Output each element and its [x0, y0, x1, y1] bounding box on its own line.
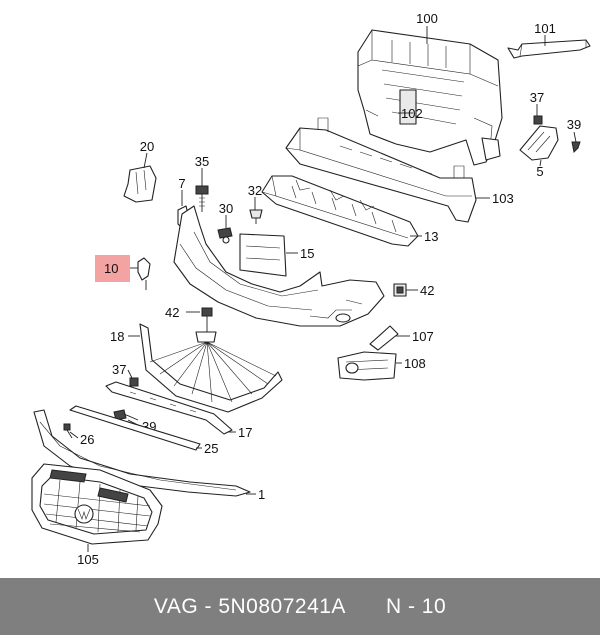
callout-26: 26 — [80, 432, 94, 447]
callout-18: 18 — [110, 329, 124, 344]
part-15-plate-bracket — [239, 233, 287, 277]
part-25-spoiler-strip — [69, 405, 201, 451]
part-10-cover-cap — [137, 257, 151, 290]
part-101-bracket — [507, 39, 591, 59]
part-26-clip — [63, 423, 73, 439]
callout-37a: 37 — [530, 90, 544, 105]
part-42-screw-center — [195, 307, 217, 343]
callout-42a: 42 — [165, 305, 179, 320]
part-32-clip — [249, 209, 263, 224]
position-reference: N - 10 — [385, 594, 447, 618]
part-number-footer: VAG - 5N0807241A N - 10 — [0, 578, 600, 635]
callout-35: 35 — [195, 154, 209, 169]
part-39-screw-lower — [113, 409, 139, 421]
callout-100: 100 — [416, 11, 438, 26]
callout-37b: 37 — [112, 362, 126, 377]
part-bumper-cover — [173, 205, 385, 327]
part-5-side-bracket — [519, 115, 581, 161]
leader-5 — [539, 159, 542, 167]
callout-101: 101 — [534, 21, 556, 36]
leader-20 — [143, 152, 148, 169]
callout-105: 105 — [77, 552, 99, 567]
part-100-lock-carrier — [357, 29, 503, 166]
callout-39a: 39 — [567, 117, 581, 132]
part-18-lower-grille — [139, 323, 283, 413]
callout-20: 20 — [140, 139, 154, 154]
callout-10-highlight — [95, 255, 130, 282]
callout-10: 10 — [104, 261, 118, 276]
part-103-impact-beam — [285, 117, 477, 223]
leader-26 — [69, 431, 79, 439]
callout-15: 15 — [300, 246, 314, 261]
part-105-radiator-grille — [31, 463, 163, 545]
leader-39a — [573, 131, 577, 143]
callout-42b: 42 — [420, 283, 434, 298]
callout-17: 17 — [238, 425, 252, 440]
callout-1: 1 — [258, 487, 265, 502]
callout-30: 30 — [219, 201, 233, 216]
leader-37b — [127, 369, 133, 379]
part-30-clip — [217, 227, 233, 244]
callout-13: 13 — [424, 229, 438, 244]
callout-107: 107 — [412, 329, 434, 344]
callout-7: 7 — [178, 176, 185, 191]
part-108-fog-grille — [337, 351, 397, 381]
part-107-trim-cover — [369, 325, 399, 351]
part-37-clip-lower — [129, 377, 139, 387]
exploded-parts-diagram: 100 102 101 37 39 5 103 13 20 — [31, 11, 591, 567]
callout-108: 108 — [404, 356, 426, 371]
part-42-clip-right — [393, 283, 407, 297]
callout-102: 102 — [401, 106, 423, 121]
part-reference: VAG - 5N0807241A — [153, 594, 346, 618]
callout-32: 32 — [248, 183, 262, 198]
callout-25: 25 — [204, 441, 218, 456]
part-20-bracket — [123, 165, 157, 203]
part-35-bolt — [195, 185, 209, 212]
callout-5: 5 — [536, 164, 543, 179]
callout-103: 103 — [492, 191, 514, 206]
